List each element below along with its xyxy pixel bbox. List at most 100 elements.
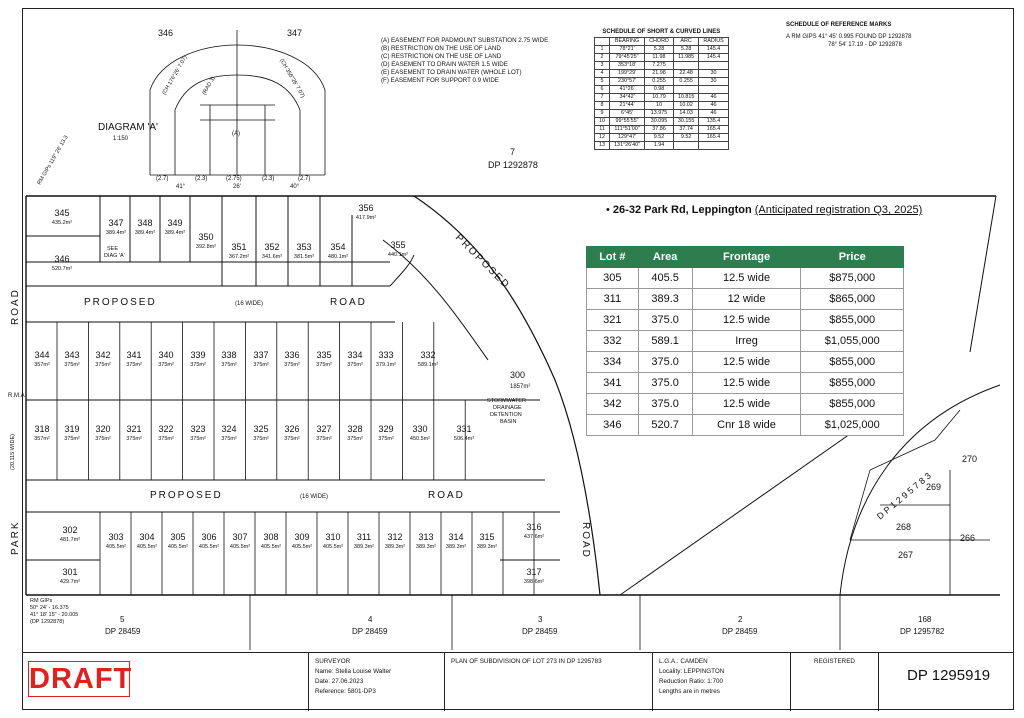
lines-schedule-cell: 1 — [594, 45, 610, 54]
lines-schedule-header: ARC — [672, 37, 700, 46]
lot-area: 389.4m² — [165, 230, 185, 236]
lines-schedule-cell — [672, 141, 700, 150]
lines-schedule-cell: 4 — [594, 69, 610, 78]
lot-number: 341 — [126, 350, 141, 360]
lines-schedule-cell: 30.155 — [672, 117, 700, 126]
price-table-cell: 389.3 — [637, 288, 693, 310]
road-width-left: (20.115 WIDE) — [10, 434, 16, 470]
sheet-border — [22, 8, 1014, 710]
reference-marks-row-1: A RM GIPS 41° 45' 0.995 FOUND DP 1292878 — [786, 34, 912, 40]
lot-number: 316 — [526, 522, 541, 532]
lot-number: 318 — [34, 424, 49, 434]
stormwater-4: BASIN — [500, 419, 517, 425]
lot-number: 352 — [264, 242, 279, 252]
lines-schedule-cell: 10.815 — [672, 93, 700, 102]
lot-number: 340 — [158, 350, 173, 360]
lines-schedule-cell — [672, 61, 700, 70]
easement-e: (E) EASEMENT TO DRAIN WATER (WHOLE LOT) — [381, 68, 522, 76]
lines-schedule-cell: 0.255 — [672, 77, 700, 86]
reference-marks: SCHEDULE OF REFERENCE MARKS A RM GIPS 41… — [786, 21, 912, 49]
locality: Locality: LEPPINGTON — [659, 668, 725, 675]
surveyor-label: SURVEYOR — [315, 658, 351, 665]
lines-schedule-cell: 111°51'00" — [608, 125, 646, 134]
neighbour-lot-266: 266 — [960, 533, 975, 543]
lines-schedule-cell: 10 — [594, 117, 610, 126]
lot-number: 342 — [95, 350, 110, 360]
lines-schedule-cell — [698, 141, 729, 150]
lot-number: 303 — [108, 532, 123, 542]
lot-number: 311 — [357, 532, 371, 542]
easement-f: (F) EASEMENT FOR SUPPORT 0.9 WIDE — [381, 76, 499, 84]
lines-schedule-cell: 10.79 — [644, 93, 674, 102]
lot-number: 355 — [390, 240, 405, 250]
lot-number: 312 — [387, 532, 402, 542]
price-table-cell: 12.5 wide — [691, 351, 802, 373]
lot-area: 375m² — [221, 362, 237, 368]
lines-schedule-cell: 12 — [594, 133, 610, 142]
price-table-cell: $855,000 — [800, 393, 904, 415]
lot-number: 327 — [316, 424, 331, 434]
lines-schedule-cell: 5 — [594, 77, 610, 86]
bottom-lot-168: 168 — [918, 615, 932, 624]
easement-d: (D) EASEMENT TO DRAIN WATER 1.5 WIDE — [381, 60, 508, 68]
lot-area: 389.3m² — [446, 544, 466, 550]
lot-area: 405.5m² — [168, 544, 188, 550]
lot-number: 317 — [526, 567, 541, 577]
lot-area: 405.5m² — [106, 544, 126, 550]
lot-area: 341.6m² — [262, 254, 282, 260]
price-table-cell: 12.5 wide — [691, 372, 802, 394]
price-table-header: Lot # — [586, 246, 639, 268]
reduction-ratio: Reduction Ratio: 1:700 — [659, 678, 724, 685]
lines-schedule-cell: 7.275 — [644, 61, 674, 70]
lines-schedule-cell: 34°42' — [608, 93, 646, 102]
lines-schedule-cell: 145.4 — [698, 53, 729, 62]
lot-number: 339 — [190, 350, 205, 360]
price-table-cell: Irreg — [691, 330, 802, 352]
road-right-label: ROAD — [580, 522, 591, 559]
lot-number: 333 — [378, 350, 393, 360]
lines-schedule-cell: 2 — [594, 53, 610, 62]
lot-area: 375m² — [316, 436, 332, 442]
stormwater-1: STORMWATER — [487, 398, 526, 404]
lines-schedule-cell — [698, 61, 729, 70]
diagram-lot-347: 347 — [287, 28, 302, 38]
lot-area: 375m² — [316, 362, 332, 368]
price-table-cell: 334 — [586, 351, 639, 373]
diagram-radius: (RAD 3) — [202, 76, 217, 96]
easement-c: (C) RESTRICTION ON THE USE OF LAND — [381, 52, 502, 60]
easement-a: (A) EASEMENT FOR PADMOUNT SUBSTATION 2.7… — [381, 37, 549, 44]
lot-number: 307 — [232, 532, 247, 542]
lines-schedule-cell: 41°26' — [608, 85, 646, 94]
lines-schedule-cell: 6°45' — [608, 109, 646, 118]
lines-schedule-cell: 11.985 — [672, 53, 700, 62]
lot-300: 300 — [510, 370, 525, 380]
price-table-cell: Cnr 18 wide — [691, 414, 802, 436]
diagram-title: DIAGRAM 'A' — [98, 122, 158, 133]
diagram-dim-2: (2.3) — [195, 176, 207, 182]
lot-area: 375m² — [126, 436, 142, 442]
neighbour-dp: D P 1 2 9 5 7 8 3 — [875, 471, 933, 522]
price-table-cell: 342 — [586, 393, 639, 415]
price-table-cell: 305 — [586, 267, 639, 289]
bottom-lot-5: 5 — [120, 615, 125, 624]
lines-schedule-cell: 0.98 — [644, 85, 674, 94]
lines-schedule-cell: 22.48 — [672, 69, 700, 78]
lines-schedule-cell: 46 — [698, 109, 729, 118]
price-table-cell: 375.0 — [637, 351, 693, 373]
lines-schedule-cell: 165.4 — [698, 125, 729, 134]
lot-number: 330 — [412, 424, 427, 434]
lines-schedule-cell: 21.98 — [644, 69, 674, 78]
lot-area: 375m² — [158, 362, 174, 368]
lot-area: 480.1m² — [328, 254, 348, 260]
lines-schedule-cell: 13 — [594, 141, 610, 150]
lot-area: 357m² — [34, 436, 50, 442]
lines-schedule-cell: 13.975 — [644, 109, 674, 118]
lot-area: 375m² — [378, 436, 394, 442]
lines-schedule-cell: 9.52 — [672, 133, 700, 142]
lot-number: 325 — [253, 424, 268, 434]
price-table-cell: 405.5 — [637, 267, 693, 289]
